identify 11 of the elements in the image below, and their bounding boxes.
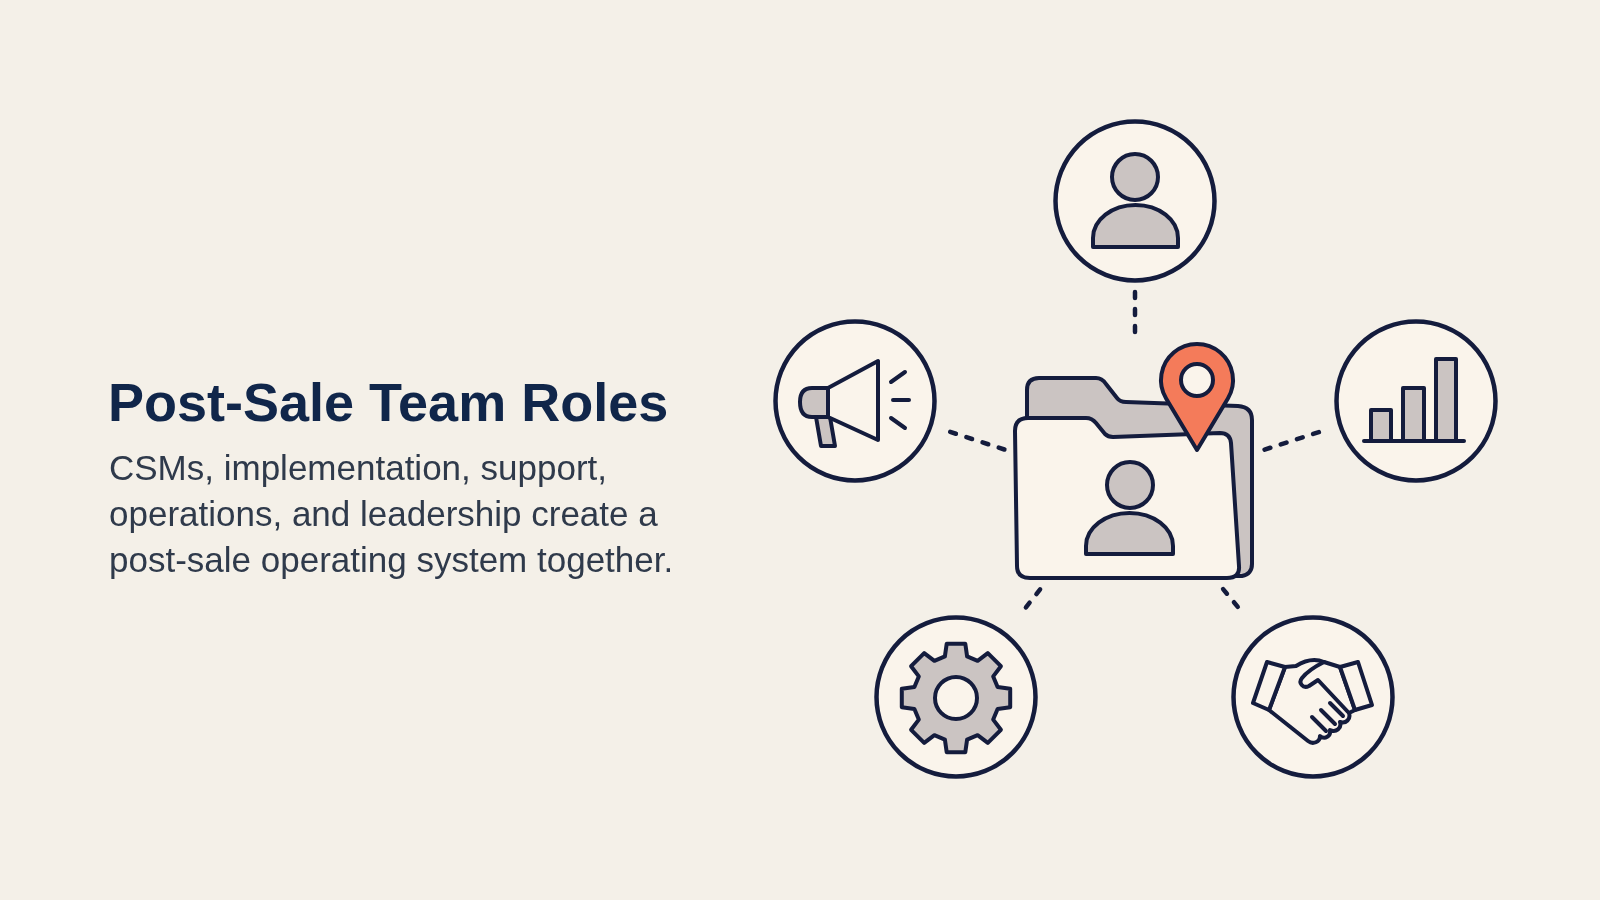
handshake-icon [1231,615,1395,779]
gear-icon [874,615,1038,779]
dashed-connector [1220,586,1242,612]
dashed-connector [1022,587,1043,611]
megaphone-icon [773,319,937,483]
bar-chart-icon [1334,319,1498,483]
person-icon [1053,119,1217,283]
folder-person-pin-icon [1012,340,1257,583]
dashed-connector [1132,288,1138,335]
description: CSMs, implementation, support, operations, and leadership create a post-sale operating system together. [109,447,675,581]
title: Post-Sale Team Roles [108,371,669,433]
